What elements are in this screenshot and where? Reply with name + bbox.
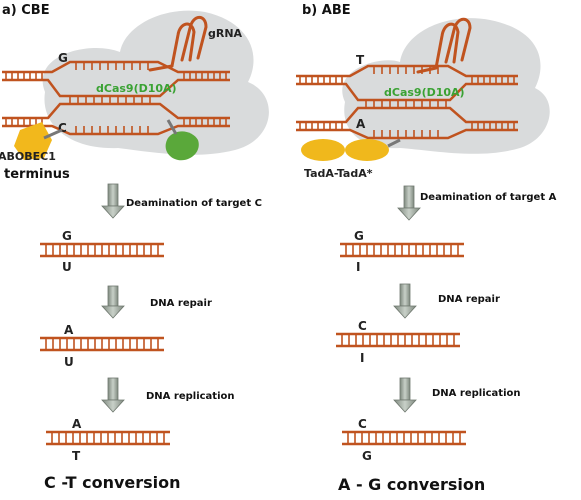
step1-top-base-a: G — [62, 229, 72, 243]
panel-b: b) ABE dCas9(D10A) T A — [296, 3, 557, 494]
step2-label-b: DNA repair — [438, 294, 500, 305]
arrow-step3-b — [393, 377, 417, 413]
step2-bottom-base-b: I — [360, 351, 364, 365]
duplex-2-b — [336, 332, 460, 348]
dna-bubble-b — [296, 64, 518, 140]
step3-top-base-a: A — [72, 417, 82, 431]
step3-label-a: DNA replication — [146, 391, 235, 402]
cas9-label-b: dCas9(D10A) — [384, 86, 465, 99]
step1-label-b: Deamination of target A — [420, 192, 557, 203]
duplex-3-b — [342, 430, 466, 446]
target-bottom-base-b: A — [356, 117, 366, 131]
terminus-label-a: terminus — [4, 167, 70, 182]
step1-label-a: Deamination of target C — [126, 198, 262, 209]
step1-bottom-base-b: I — [356, 260, 360, 274]
dna-rungs-a — [5, 62, 227, 134]
step2-top-base-a: A — [64, 323, 74, 337]
step3-bottom-base-b: G — [362, 449, 372, 463]
grna-icon-b — [416, 17, 472, 74]
cas9-label-a: dCas9(D10A) — [96, 82, 177, 95]
tada-label-b: TadA-TadA* — [304, 167, 373, 180]
step2-top-base-b: C — [358, 319, 367, 333]
step1-top-base-b: G — [354, 229, 364, 243]
duplex-1-a — [40, 242, 164, 258]
duplex-2-a — [40, 336, 164, 352]
arrow-step1-a — [101, 183, 125, 219]
cas9-blob-b — [342, 18, 550, 154]
ugi-shape-a — [165, 131, 199, 161]
step3-top-base-b: C — [358, 417, 367, 431]
conversion-label-a: C -T conversion — [44, 473, 181, 492]
arrow-step2-a — [101, 285, 125, 319]
target-bottom-base-a: C — [58, 121, 67, 135]
apobec-label-a: ABOBEC1 — [0, 150, 56, 163]
target-top-base-a: G — [58, 51, 68, 65]
panel-a: a) CBE gRNA dCas9(D10A) G C — [0, 3, 269, 492]
arrow-step2-b — [393, 283, 417, 319]
duplex-1-b — [340, 242, 464, 258]
step1-bottom-base-a: U — [62, 260, 72, 274]
step3-label-b: DNA replication — [432, 388, 521, 399]
step2-bottom-base-a: U — [64, 355, 74, 369]
arrow-step1-b — [397, 185, 421, 221]
step3-bottom-base-a: T — [72, 449, 81, 463]
panel-b-title: b) ABE — [302, 3, 351, 18]
conversion-label-b: A - G conversion — [338, 475, 485, 494]
tada-dimer-shape-b — [301, 138, 401, 161]
grna-label-a: gRNA — [208, 27, 243, 40]
apobec-shape-a — [14, 122, 52, 160]
dna-rungs-b — [299, 66, 515, 138]
step2-label-a: DNA repair — [150, 298, 212, 309]
target-top-base-b: T — [356, 53, 365, 67]
arrow-step3-a — [101, 377, 125, 413]
panel-a-title: a) CBE — [2, 3, 50, 18]
duplex-3-a — [46, 430, 170, 446]
